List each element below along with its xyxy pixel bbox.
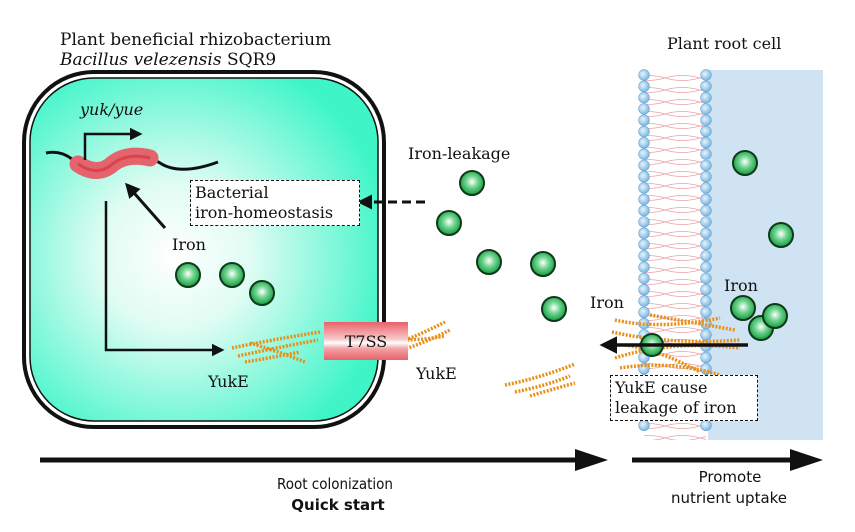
- t7ss-secretion-system: T7SS: [324, 322, 408, 360]
- phospholipid-head: [638, 103, 650, 115]
- stage2-sublabel: nutrient uptake: [670, 489, 788, 507]
- phospholipid-head: [700, 329, 712, 341]
- yuke-box-line-2: leakage of iron: [615, 398, 737, 417]
- phospholipid-head: [700, 227, 712, 239]
- phospholipid-head: [638, 114, 650, 126]
- timeline-arrowhead-colonization: [575, 449, 608, 471]
- phospholipid-head: [638, 171, 650, 183]
- phospholipid-head: [638, 148, 650, 160]
- gene-yuk-yue: [69, 147, 159, 179]
- iron-regulation-arrow-icon: [125, 182, 167, 229]
- iron-label-bacterium: Iron: [172, 235, 206, 254]
- iron-particle: [768, 222, 794, 248]
- phospholipid-head: [700, 103, 712, 115]
- yuke-leakage-box: YukE cause leakage of iron: [610, 375, 758, 421]
- iron-particle: [730, 295, 756, 321]
- plant-root-cell-title: Plant root cell: [667, 34, 782, 53]
- phospholipid-head: [700, 295, 712, 307]
- phospholipid-head: [700, 250, 712, 262]
- iron-particle: [732, 150, 758, 176]
- phospholipid-head: [700, 80, 712, 93]
- phospholipid-head: [700, 125, 712, 138]
- t7ss-label: T7SS: [344, 331, 388, 351]
- phospholipid-head: [638, 284, 650, 296]
- iron-particle: [175, 262, 201, 288]
- timeline-arrowhead-uptake: [790, 449, 823, 471]
- phospholipid-head: [638, 261, 650, 273]
- phospholipid-head: [700, 182, 712, 194]
- phospholipid-head: [700, 193, 712, 206]
- phospholipid-head: [700, 148, 712, 160]
- bacterium-title: Plant beneficial rhizobacterium: [60, 30, 332, 50]
- iron-particle: [762, 303, 788, 329]
- phospholipid-head: [638, 272, 650, 285]
- phospholipid-head: [638, 216, 650, 228]
- phospholipid-head: [638, 419, 650, 431]
- phospholipid-head: [700, 351, 712, 364]
- homeostasis-line-1: Bacterial: [195, 183, 269, 202]
- phospholipid-head: [638, 295, 650, 307]
- strain-name: SQR9: [221, 50, 277, 70]
- phospholipid-head: [638, 238, 650, 251]
- phospholipid-head: [638, 69, 650, 81]
- iron-label-outside-root: Iron: [590, 293, 624, 312]
- stage1-label: Root colonization: [277, 475, 393, 493]
- phospholipid-head: [700, 159, 712, 172]
- yuke-label-secreted: YukE: [416, 364, 457, 383]
- phospholipid-head: [638, 125, 650, 138]
- iron-particle: [476, 249, 502, 275]
- iron-particles-extracellular: [436, 170, 567, 322]
- phospholipid-head: [700, 284, 712, 296]
- phospholipid-head: [638, 250, 650, 262]
- phospholipid-head: [638, 204, 650, 217]
- phospholipid-head: [700, 272, 712, 285]
- iron-particles-inside-bacterium: [175, 262, 275, 306]
- iron-leakage-label: Iron-leakage: [408, 144, 511, 163]
- stage1-sublabel: Quick start: [291, 496, 385, 514]
- iron-homeostasis-box: Bacterial iron-homeostasis: [190, 180, 360, 226]
- phospholipid-head: [700, 114, 712, 126]
- phospholipid-head: [700, 261, 712, 273]
- phospholipid-head: [638, 227, 650, 239]
- phospholipid-head: [700, 216, 712, 228]
- yuke-label-inside: YukE: [208, 372, 249, 391]
- phospholipid-head: [700, 91, 712, 104]
- phospholipid-head: [700, 419, 712, 431]
- iron-label-inside-root: Iron: [724, 276, 758, 295]
- phospholipid-head: [700, 306, 712, 318]
- phospholipid-head: [638, 363, 650, 375]
- iron-particles-root-cell: [730, 150, 794, 341]
- homeostasis-line-2: iron-homeostasis: [195, 203, 334, 222]
- iron-particle: [219, 262, 245, 288]
- phospholipid-head: [700, 137, 712, 149]
- membrane-heads-outer: [638, 69, 650, 431]
- iron-particle: [541, 296, 567, 322]
- yuke-protein-free: [504, 362, 576, 398]
- stage2-label: Promote: [698, 468, 762, 486]
- phospholipid-head: [638, 182, 650, 194]
- yuke-box-line-1: YukE cause: [615, 378, 708, 397]
- iron-particle: [249, 280, 275, 306]
- phospholipid-head: [638, 306, 650, 318]
- phospholipid-head: [700, 171, 712, 183]
- phospholipid-head: [700, 204, 712, 217]
- promoter-arrow-icon: [83, 127, 143, 160]
- gene-label: yuk/yue: [80, 100, 144, 119]
- expression-arrow-icon: [104, 201, 225, 357]
- bacterium-species: Bacillus velezensis SQR9: [60, 51, 276, 70]
- phospholipid-head: [638, 137, 650, 149]
- phospholipid-head: [700, 69, 712, 81]
- iron-particle: [436, 210, 462, 236]
- phospholipid-head: [700, 238, 712, 251]
- membrane-heads-inner: [700, 69, 712, 431]
- yuke-protein-inside: [231, 330, 321, 364]
- phospholipid-head: [638, 193, 650, 206]
- phospholipid-head: [638, 91, 650, 104]
- iron-particle: [530, 251, 556, 277]
- species-name: Bacillus velezensis: [60, 50, 222, 70]
- phospholipid-head: [638, 80, 650, 93]
- phospholipid-head: [638, 159, 650, 172]
- iron-particle: [459, 170, 485, 196]
